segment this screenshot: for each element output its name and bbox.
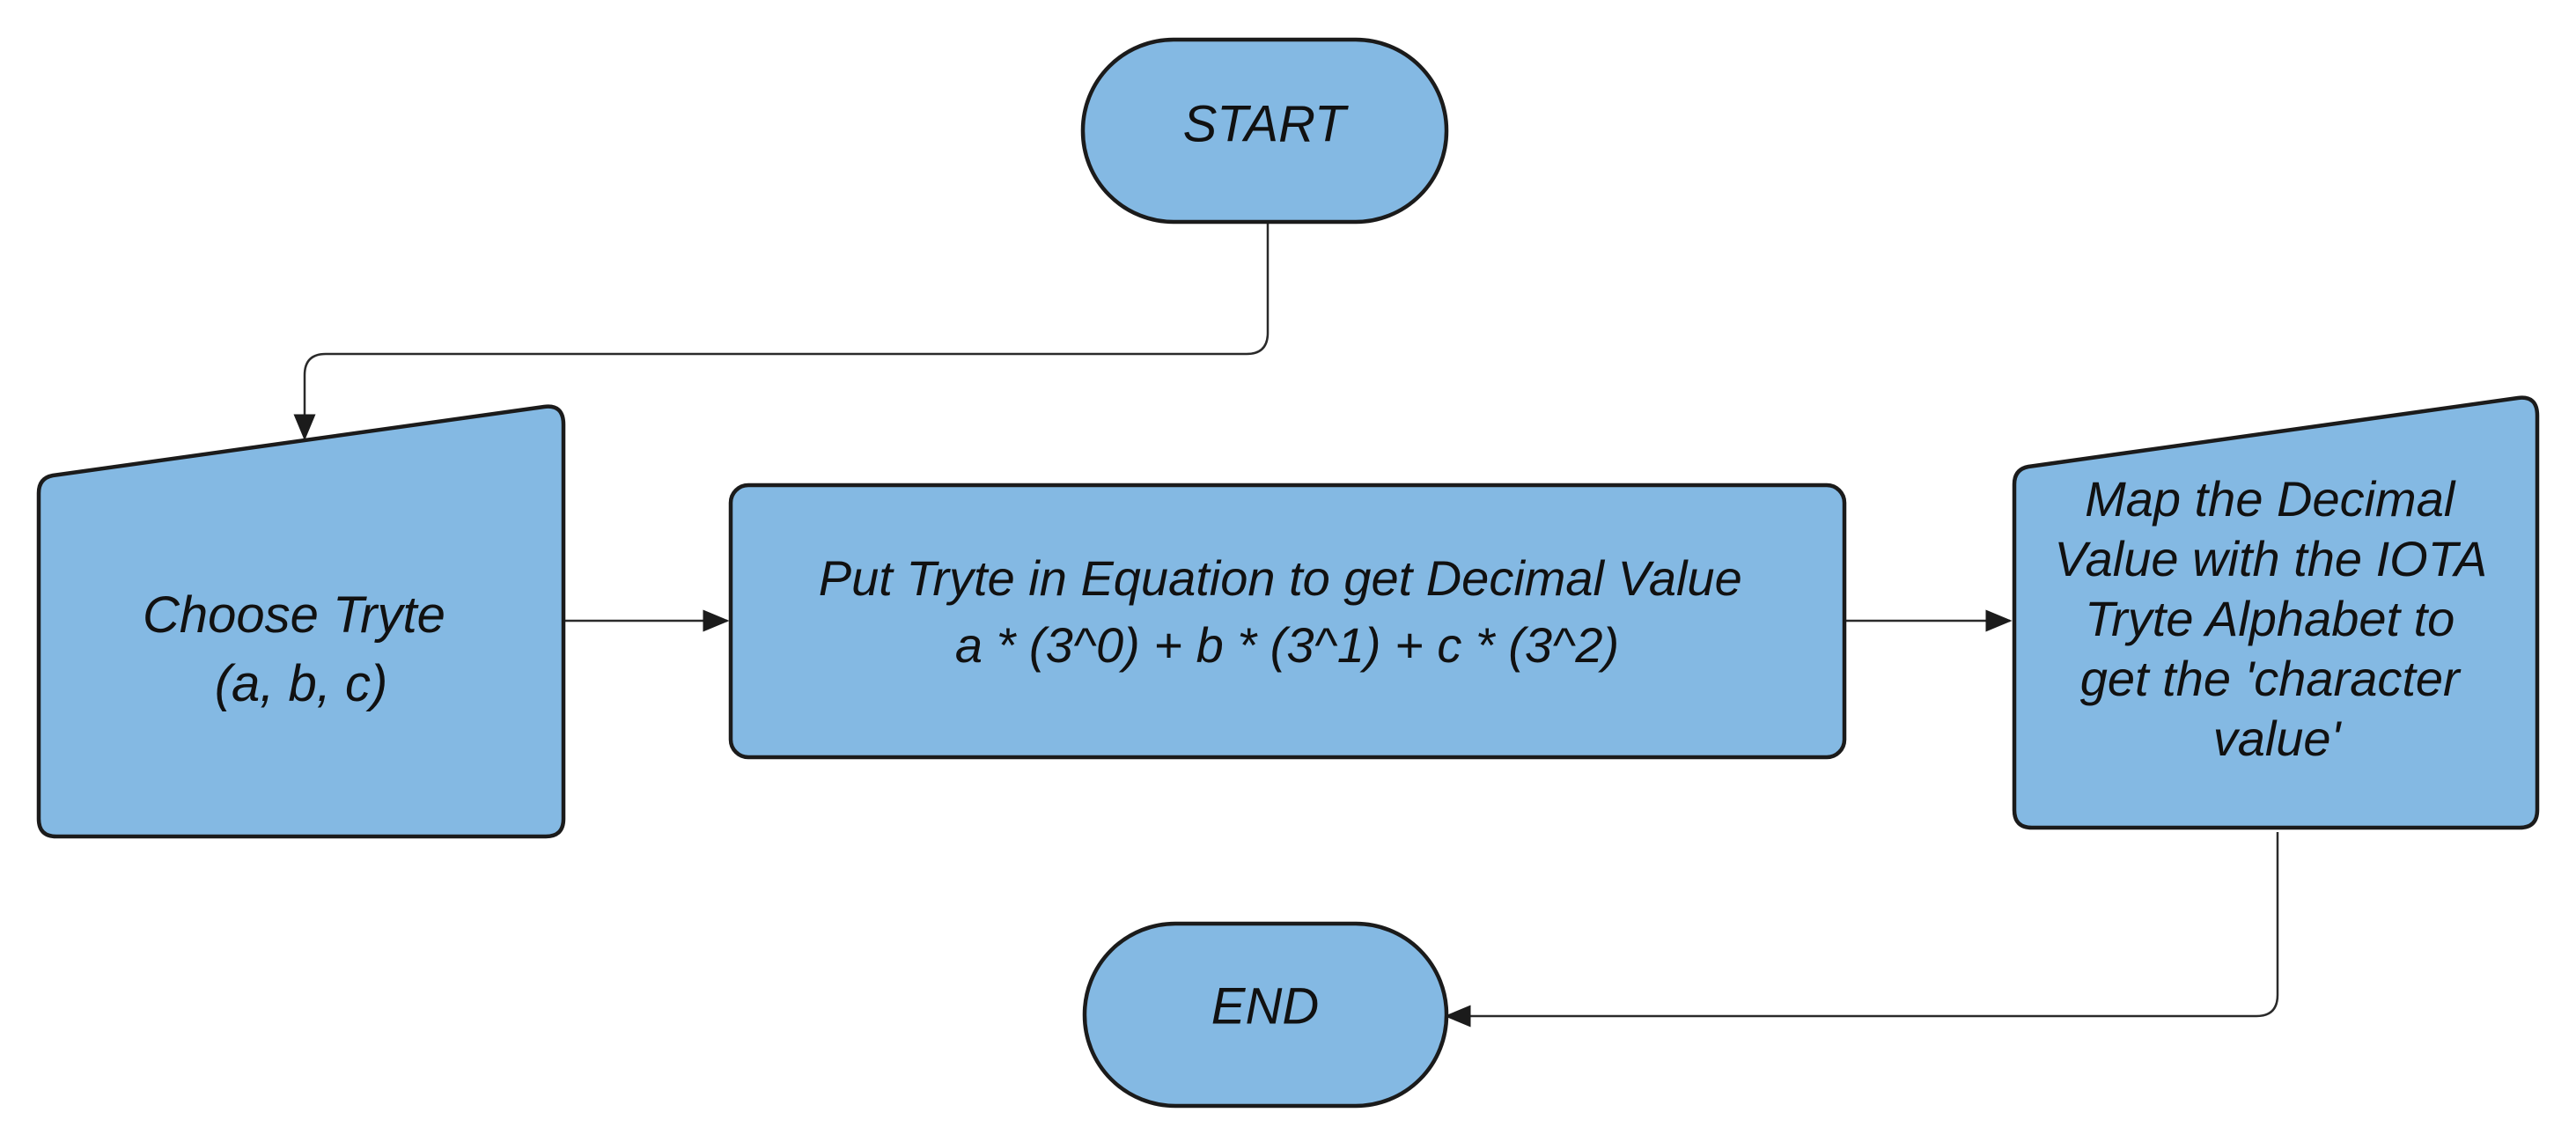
map-alphabet-node: Map the Decimal Value with the IOTA Tryt… <box>2012 395 2540 830</box>
end-label: END <box>1211 977 1319 1035</box>
edge-start-to-choose <box>293 222 1270 441</box>
start-node: START <box>1080 37 1449 225</box>
start-label: START <box>1183 95 1349 152</box>
process-line-1: Put Tryte in Equation to get Decimal Val… <box>819 550 1742 606</box>
map-line-2: Value with the IOTA <box>2054 531 2485 586</box>
process-line-2: a * (3^0) + b * (3^1) + c * (3^2) <box>955 617 1619 673</box>
map-line-5: value' <box>2213 711 2343 766</box>
equation-process-node: Put Tryte in Equation to get Decimal Val… <box>728 483 1847 760</box>
svg-text:Put Tryte in Equation to get D: Put Tryte in Equation to get Decimal Val… <box>819 550 1756 673</box>
map-line-3: Tryte Alphabet to <box>2085 591 2455 646</box>
edge-map-to-end <box>1444 832 2279 1028</box>
choose-tryte-line-2: (a, b, c) <box>215 655 388 712</box>
map-line-4: get the 'character <box>2080 651 2462 706</box>
svg-text:Map the Decimal Value wi: Map the Decimal Value with the IOTA Tryt… <box>2054 471 2499 766</box>
end-node: END <box>1082 921 1449 1109</box>
choose-tryte-node: Choose Tryte (a, b, c) <box>36 404 566 839</box>
map-line-1: Map the Decimal <box>2085 471 2456 527</box>
svg-text:Choose Tryte (a, b, c): Choose Tryte (a, b, c) <box>143 586 460 712</box>
choose-tryte-line-1: Choose Tryte <box>143 586 445 644</box>
